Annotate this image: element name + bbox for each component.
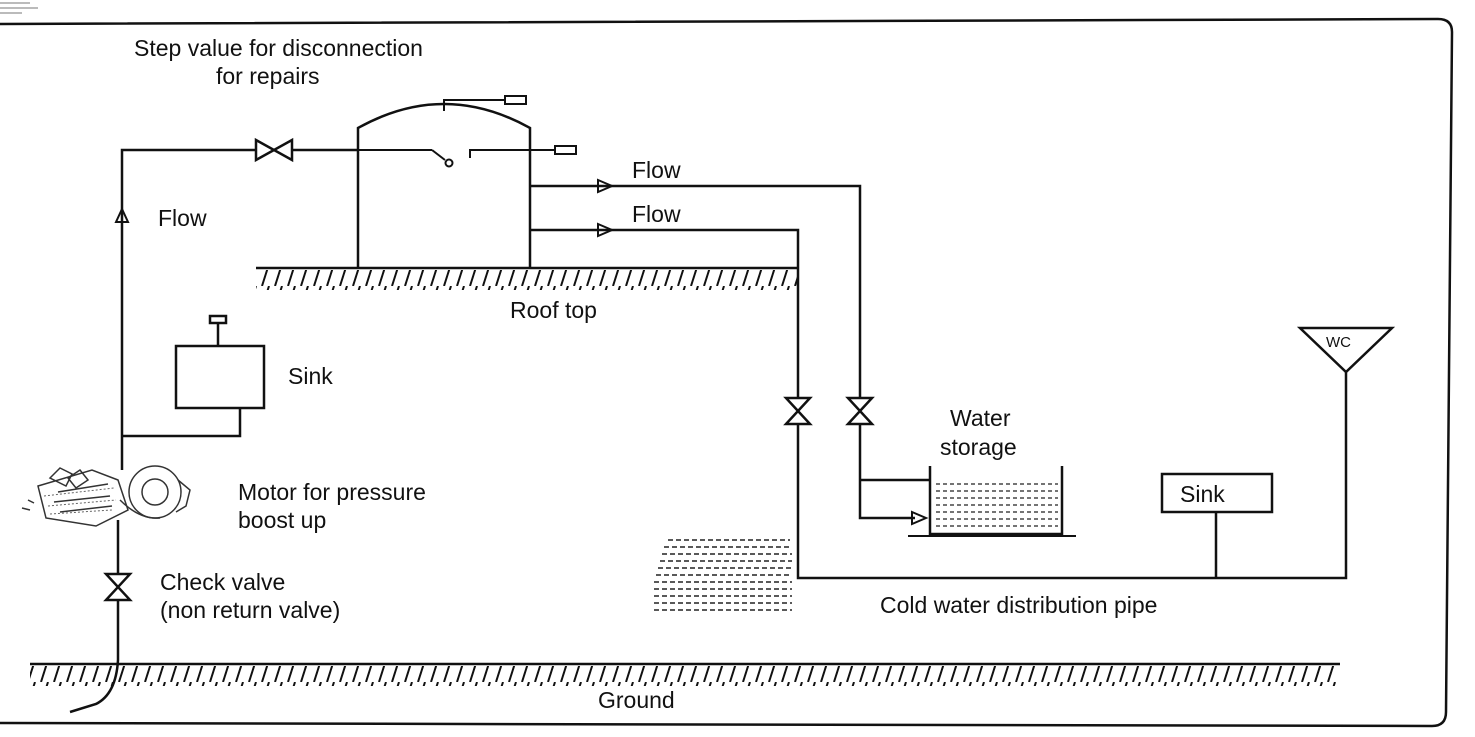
sink-left: [122, 314, 266, 438]
flow-label-riser: Flow: [158, 205, 207, 231]
water-body: [654, 539, 792, 611]
motor-label-line1: Motor for pressure: [238, 479, 426, 505]
rooftop-surface: [256, 266, 798, 290]
step-valve-label-line1: Step value for disconnection: [134, 35, 423, 61]
sink-left-label: Sink: [288, 363, 333, 389]
overhead-tank: [356, 102, 532, 268]
float-valve: [358, 149, 454, 168]
pump-shading: [43, 487, 117, 515]
diagram-frame: [0, 17, 1454, 728]
scan-mark: [0, 2, 38, 14]
wc-label: WC: [1326, 334, 1351, 351]
supply-riser-pipe: [120, 148, 358, 470]
tank-outlet-pipe-upper: [530, 184, 862, 398]
wc-icon: [1296, 326, 1396, 374]
check-valve-label-line2: (non return valve): [160, 597, 340, 623]
motor-label-line2: boost up: [238, 507, 326, 533]
water-storage-label-line1: Water: [950, 405, 1011, 431]
ground-surface: [30, 662, 1340, 686]
pump-motor-icon: [21, 465, 191, 527]
flow-arrow-right-icon: [911, 510, 929, 526]
flow-arrow-right-icon: [597, 178, 615, 194]
tank-vent: [443, 95, 527, 111]
water-storage-label-line2: storage: [940, 434, 1017, 460]
water-storage-tank: [908, 466, 1076, 537]
flow-label-lower: Flow: [632, 201, 681, 227]
gate-valve-icon: [783, 396, 813, 426]
flow-arrow-right-icon: [597, 222, 615, 238]
check-valve-icon: [103, 572, 133, 602]
tank-outlet-pipe-lower: [530, 228, 800, 398]
cold-water-pipe-label: Cold water distribution pipe: [880, 592, 1157, 618]
ground-label: Ground: [598, 687, 675, 713]
gate-valve-icon: [845, 396, 875, 426]
flow-arrow-up-icon: [114, 206, 130, 223]
check-valve-label-line1: Check valve: [160, 569, 285, 595]
overflow-pipe: [469, 145, 577, 158]
step-valve-icon: [254, 137, 294, 163]
storage-feed-pipe: [858, 424, 930, 520]
suction-pipe: [69, 520, 120, 714]
sink-right-label: Sink: [1180, 481, 1225, 507]
flow-label-upper: Flow: [632, 157, 681, 183]
cold-water-distribution-pipe: [796, 372, 1348, 580]
rooftop-label: Roof top: [510, 297, 597, 323]
step-valve-label-line2: for repairs: [216, 63, 320, 89]
